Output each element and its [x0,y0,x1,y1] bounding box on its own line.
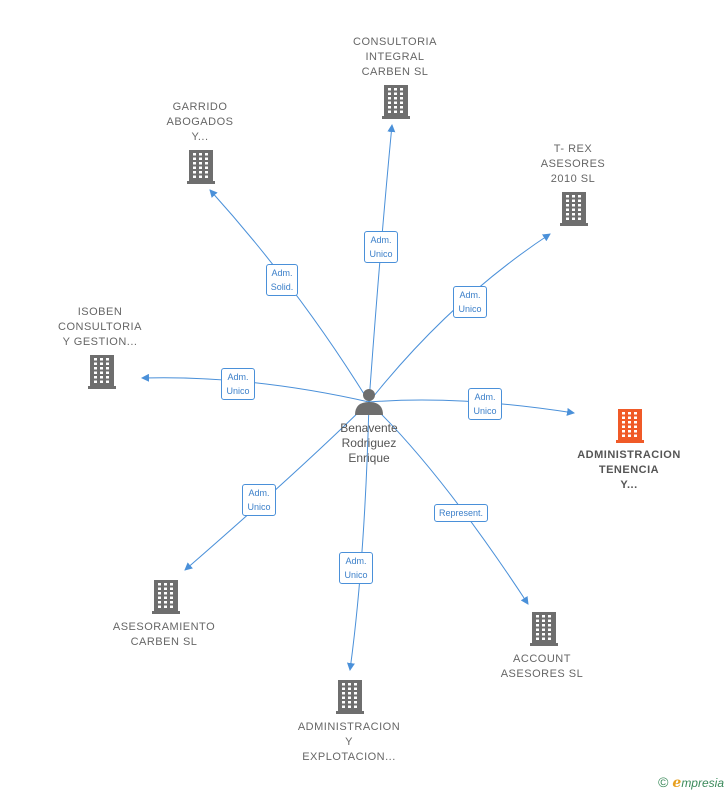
company-label-asesoramiento-carben[interactable]: ASESORAMIENTO CARBEN SL [112,621,216,648]
building-icon-account-asesores[interactable] [530,612,558,646]
edge-isoben-consultoria [141,373,370,403]
building-icon-asesoramiento-carben[interactable] [152,580,180,614]
company-label-consultoria-integral[interactable]: CONSULTORIA INTEGRAL CARBEN SL [353,36,437,78]
company-label-account-asesores[interactable]: ACCOUNT ASESORES SL [500,653,584,680]
footer-brand: ©empresia [658,774,724,791]
person-icon[interactable] [355,389,383,415]
edge-label-t-rex-asesores: Adm. Unico [453,286,487,318]
company-label-isoben-consultoria[interactable]: ISOBEN CONSULTORIA Y GESTION... [58,306,142,348]
edge-label-garrido-abogados: Adm. Solid. [265,264,299,296]
edge-label-administracion-explotacion: Adm. Unico [339,552,373,584]
person-label[interactable]: Benavente Rodriguez Enrique [340,421,398,465]
edge-account-asesores [368,401,529,605]
company-label-administracion-explotacion[interactable]: ADMINISTRACION Y EXPLOTACION... [297,721,401,763]
building-icon-t-rex-asesores[interactable] [560,192,588,226]
edge-asesoramiento-carben [184,401,370,571]
building-icon-consultoria-integral[interactable] [382,85,410,119]
edge-label-administracion-tenencia: Adm. Unico [468,388,502,420]
edge-label-isoben-consultoria: Adm. Unico [221,368,255,400]
company-label-garrido-abogados[interactable]: GARRIDO ABOGADOS Y... [166,101,234,143]
edge-administracion-tenencia [368,399,575,416]
edge-label-consultoria-integral: Adm. Unico [364,231,398,263]
edge-consultoria-integral [368,124,396,403]
building-icon-administracion-explotacion[interactable] [336,680,364,714]
edge-label-asesoramiento-carben: Adm. Unico [242,484,276,516]
brand-initial: e [672,775,682,791]
building-icon-garrido-abogados[interactable] [187,150,215,184]
building-icon-administracion-tenencia[interactable] [616,409,644,443]
company-label-administracion-tenencia[interactable]: ADMINISTRACION TENENCIA Y... [577,449,681,491]
copyright-icon: © [658,774,669,790]
building-icon-isoben-consultoria[interactable] [88,355,116,389]
edge-administracion-explotacion [346,401,370,671]
company-label-t-rex-asesores[interactable]: T- REX ASESORES 2010 SL [540,143,606,185]
edge-label-account-asesores: Represent. [433,504,489,522]
brand-name: mpresia [681,776,724,790]
